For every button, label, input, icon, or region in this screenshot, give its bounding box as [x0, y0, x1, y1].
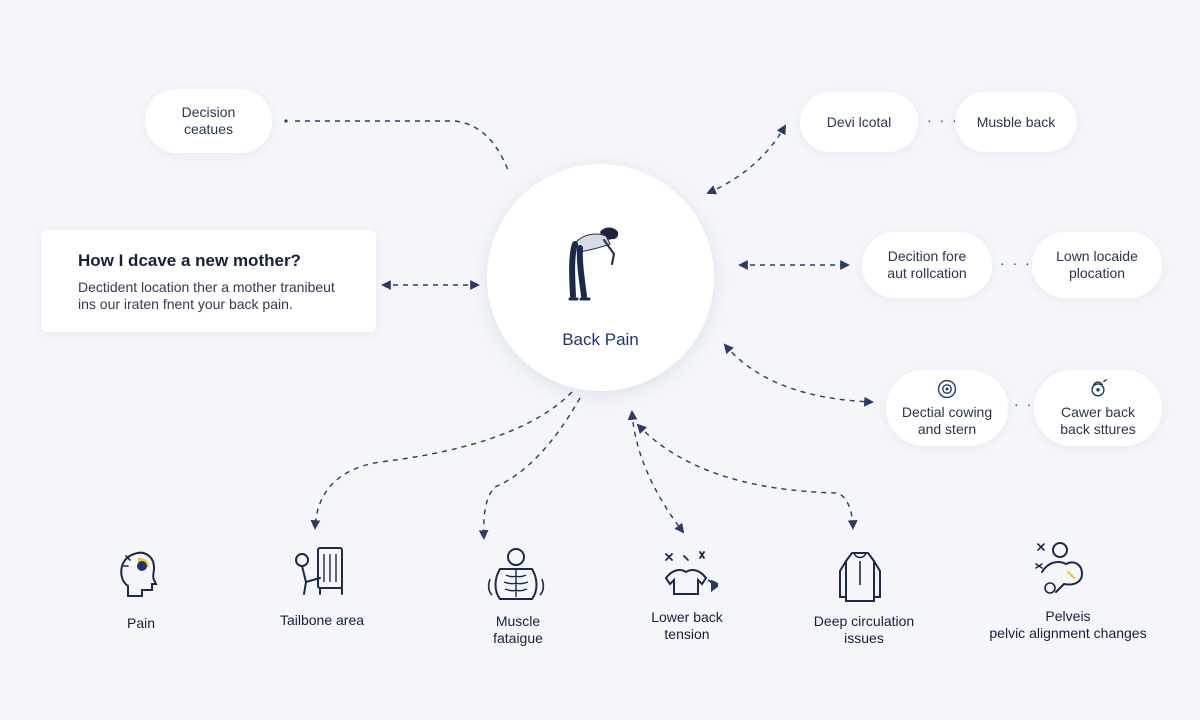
decision-features-node: Decision ceatues	[145, 89, 272, 153]
right-node-1-left: Devi lcotal	[800, 92, 918, 152]
connector-dots: · ·	[1014, 396, 1034, 412]
card-line-2: ins our iraten fnent your back pain.	[78, 296, 293, 312]
node-line-2: back sttures	[1060, 421, 1136, 437]
stethoscope-icon	[1091, 379, 1108, 397]
shirt-icon	[839, 552, 881, 602]
back-pain-center-node: Back Pain	[487, 164, 714, 391]
question-card: How I dcave a new mother? Dectident loca…	[41, 230, 376, 332]
bottom-item-label: Deep circulation issues	[814, 613, 914, 647]
label-line-1: Pelveis	[1045, 608, 1091, 624]
node-line-2: plocation	[1068, 265, 1126, 281]
arrow-bottom-3	[627, 410, 685, 534]
arrow-top-left	[295, 120, 509, 171]
head-pain-icon	[120, 551, 158, 597]
card-line-1: Dectident location ther a mother tranibe…	[78, 279, 335, 295]
arrow-bottom-4	[636, 423, 858, 530]
bottom-item-label: Pelveis pelvic alignment changes	[989, 608, 1146, 642]
center-label: Back Pain	[562, 330, 639, 349]
node-line-2: ceatues	[183, 121, 234, 137]
arrow-bottom-2	[478, 397, 581, 540]
connector-dots: · · ·	[1000, 255, 1032, 271]
ribcage-icon	[487, 548, 545, 600]
pelvis-icon	[1035, 542, 1084, 594]
bottom-item-label: Tailbone area	[280, 612, 364, 629]
right-node-1-right: Musble back	[955, 92, 1077, 152]
card-title: How I dcave a new mother?	[78, 251, 301, 270]
tension-icon	[664, 551, 718, 595]
connector-dots: · · ·	[927, 112, 959, 128]
node-line-1: Dectial cowing	[901, 404, 993, 420]
label-line-1: Deep circulation	[813, 613, 915, 629]
bottom-item-label: Pain	[127, 615, 155, 632]
node-line-1: Cawer back	[1061, 404, 1135, 420]
bottom-item-label: Lower back tension	[651, 609, 723, 643]
bottom-item-label: Muscle fataigue	[493, 613, 543, 647]
label-line-2: issues	[844, 630, 884, 646]
label-line-2: fataigue	[493, 630, 543, 646]
card-body: Dectident location ther a mother tranibe…	[78, 279, 335, 313]
label-line-1: Pain	[126, 615, 156, 631]
arrow-bottom-1	[310, 391, 573, 530]
tailbone-icon	[295, 547, 343, 595]
node-line-2: aut rollcation	[887, 265, 967, 281]
node-line-1: Devi lcotal	[826, 113, 892, 130]
bending-person-icon	[568, 227, 619, 301]
label-line-1: Muscle	[495, 613, 541, 629]
arrow-right-1	[706, 124, 786, 195]
label-line-1: Tailbone area	[279, 612, 365, 628]
right-node-3-left: Dectial cowing and stern	[886, 370, 1008, 446]
node-line-1: Musble back	[976, 113, 1056, 130]
right-node-2-left: Decition fore aut rollcation	[862, 232, 992, 298]
node-line-1: Decition fore	[887, 248, 967, 264]
right-node-2-right: Lown locaide plocation	[1032, 232, 1162, 298]
node-line-1: Lown locaide	[1056, 248, 1138, 264]
label-line-2: tension	[664, 626, 710, 642]
arrow-right-3	[723, 343, 874, 407]
node-line-2: and stern	[917, 421, 977, 437]
label-line-2: pelvic alignment changes	[989, 625, 1147, 641]
right-node-3-right: Cawer back back sttures	[1034, 370, 1162, 446]
target-icon	[937, 379, 957, 399]
label-line-1: Lower back	[651, 609, 723, 625]
node-line-1: Decision	[181, 104, 236, 120]
